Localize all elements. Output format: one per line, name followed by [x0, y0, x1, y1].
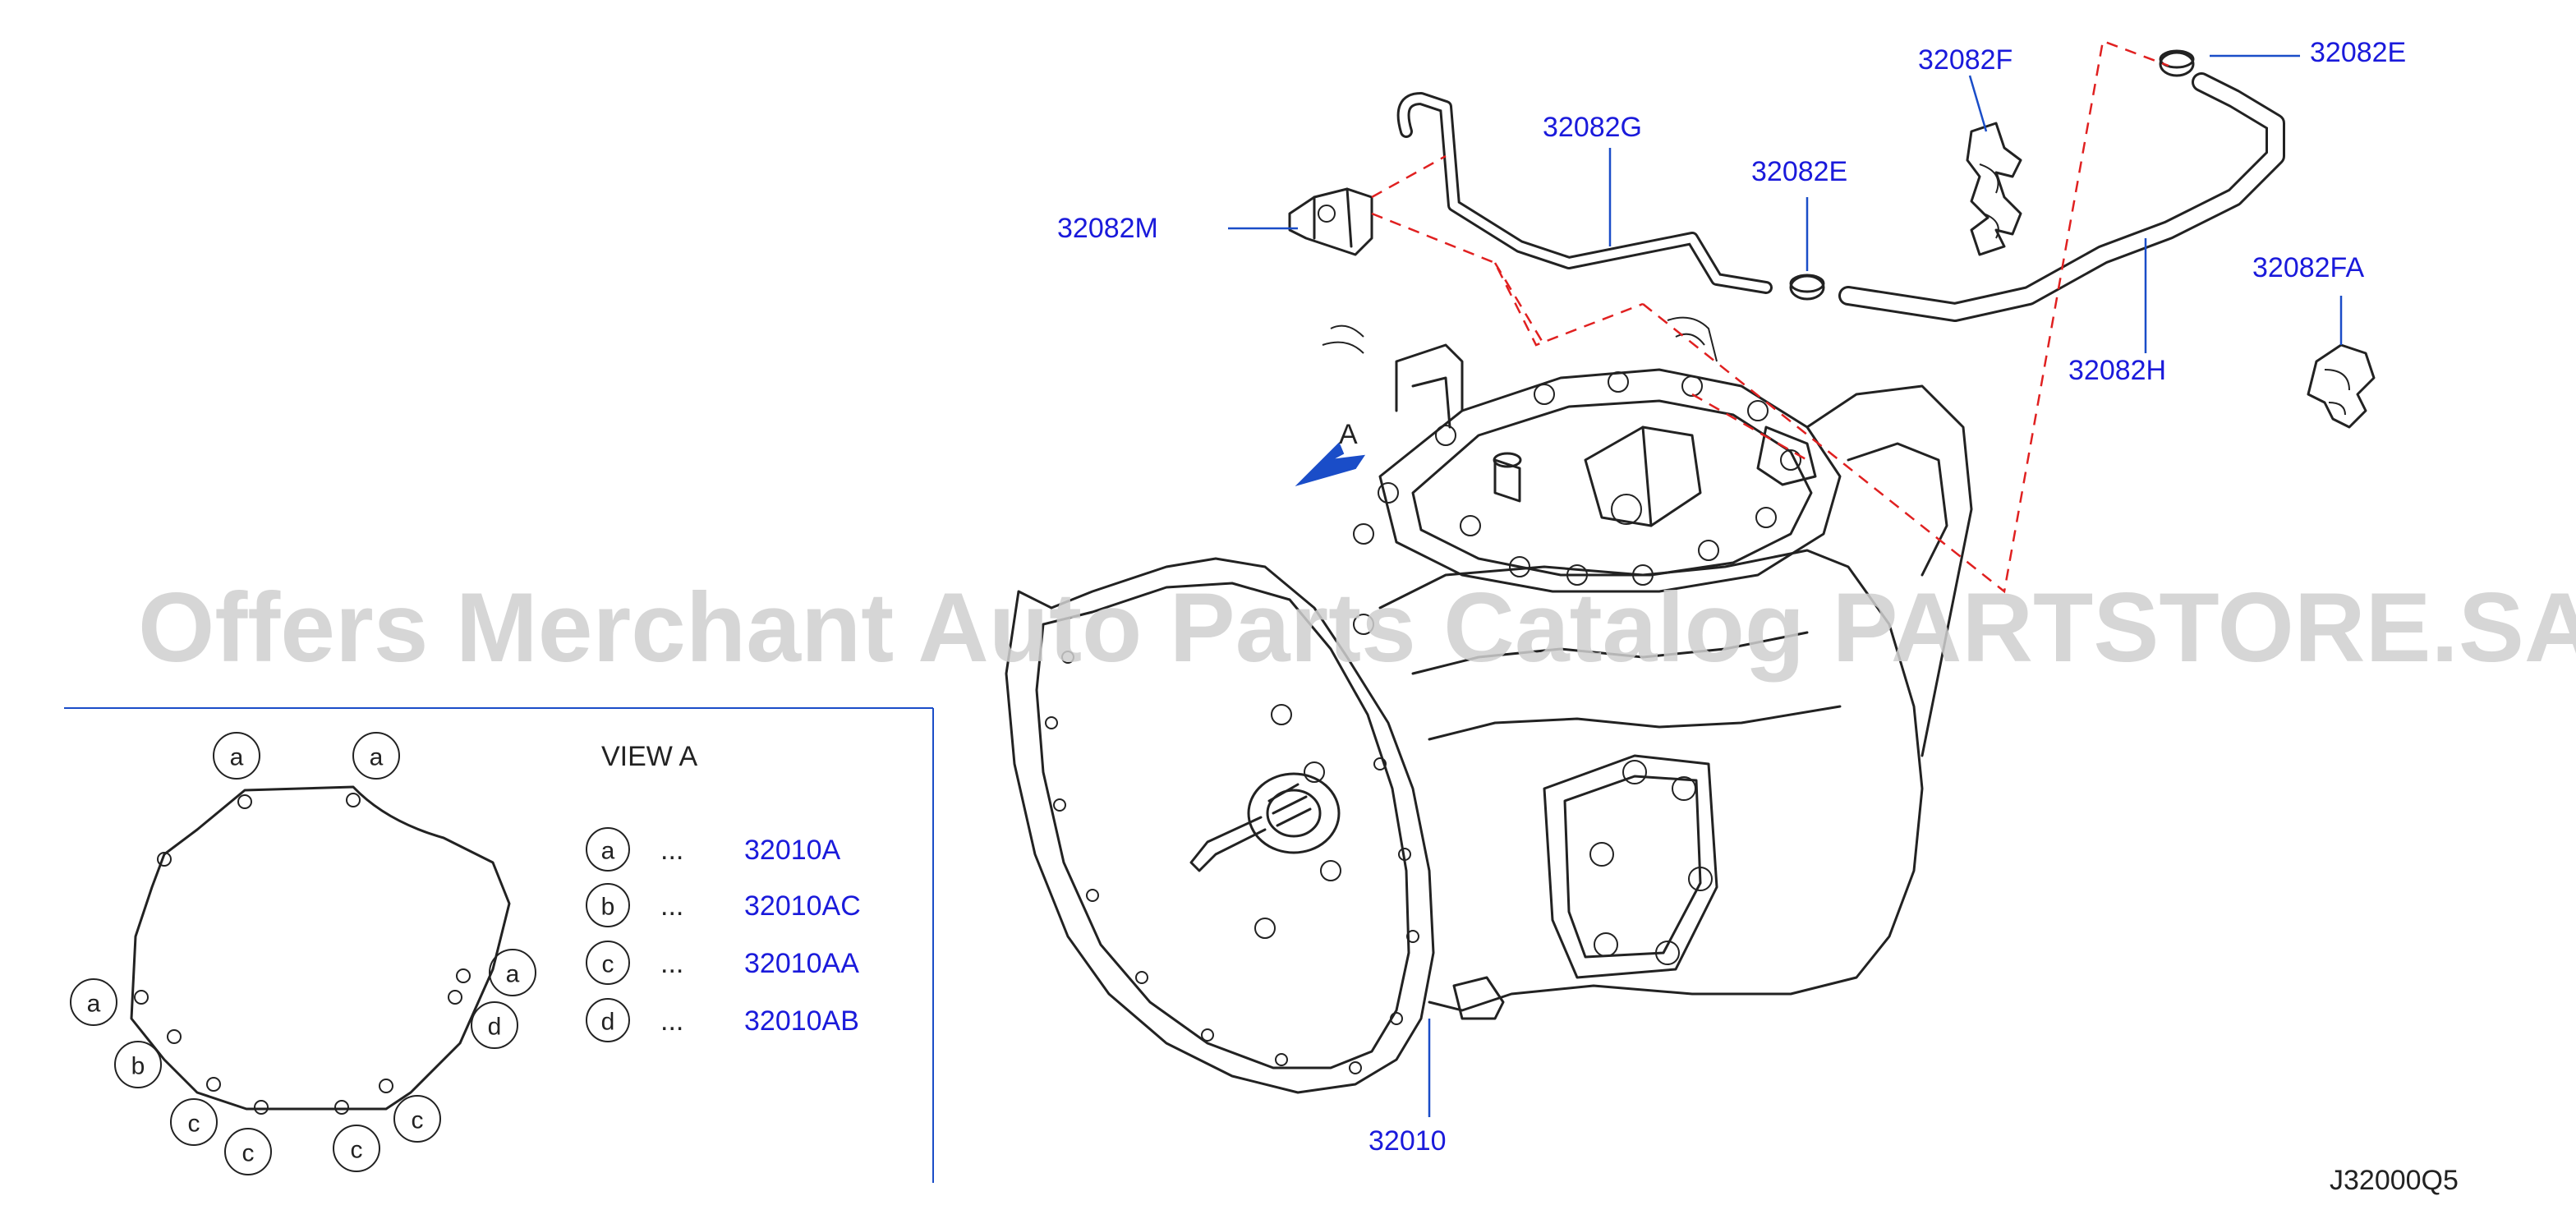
- legend-letter: b: [601, 894, 615, 921]
- legend-row: d ... 32010AB: [586, 998, 859, 1042]
- legend-part-32010AA[interactable]: 32010AA: [744, 948, 859, 979]
- callout-32082G[interactable]: 32082G: [1543, 112, 1642, 143]
- gasket-marker-b1: b: [131, 1053, 145, 1080]
- hose-32082G-drawing: [1396, 92, 1773, 294]
- legend-letter: c: [602, 951, 614, 978]
- diagram-code: J32000Q5: [2330, 1165, 2459, 1196]
- gasket-letter-markers: a a a a d b c c c c: [70, 732, 536, 1175]
- hose-32082H-drawing: [1838, 72, 2285, 322]
- callout-32082E-mid[interactable]: 32082E: [1751, 156, 1847, 187]
- legend-row: b ... 32010AC: [586, 883, 861, 927]
- transmission-assembly-drawing: [1005, 316, 1973, 1094]
- legend: a ... 32010A b ... 32010AC c ... 32010AA…: [586, 827, 861, 1042]
- callout-32082FA[interactable]: 32082FA: [2252, 252, 2364, 283]
- gasket-marker-a2: a: [370, 744, 384, 771]
- legend-part-32010AB[interactable]: 32010AB: [744, 1005, 859, 1037]
- callout-32010[interactable]: 32010: [1368, 1125, 1447, 1157]
- gasket-marker-c1: c: [188, 1111, 200, 1138]
- clamp-32082E-mid-drawing: [1789, 274, 1825, 301]
- gasket-marker-d1: d: [488, 1014, 502, 1041]
- gasket-marker-a4: a: [87, 991, 101, 1018]
- clamp-32082E-top-drawing: [2159, 49, 2195, 77]
- legend-letter: a: [601, 838, 615, 865]
- legend-dots: ...: [660, 948, 683, 979]
- gasket-marker-c3: c: [351, 1137, 363, 1164]
- assembly-dashed-lines: [1371, 39, 2169, 594]
- legend-letter: d: [601, 1009, 615, 1036]
- callout-32082F[interactable]: 32082F: [1918, 44, 2012, 76]
- part-callouts: 32082G 32082M 32082E 32082F 32082E 32082…: [1057, 37, 2406, 1157]
- clip-32082F-drawing: [1966, 122, 2022, 256]
- callout-32082H[interactable]: 32082H: [2068, 355, 2166, 386]
- leader-lines: [1228, 54, 2343, 1117]
- legend-row: a ... 32010A: [586, 827, 841, 872]
- clip-32082M-drawing: [1288, 187, 1373, 256]
- view-a-arrow: A: [1295, 419, 1366, 487]
- legend-row: c ... 32010AA: [586, 941, 859, 985]
- gasket-outline: [130, 785, 511, 1111]
- view-a-title: VIEW A: [601, 741, 697, 772]
- gasket-marker-c4: c: [412, 1107, 424, 1134]
- view-a-arrow-label: A: [1339, 419, 1358, 450]
- legend-dots: ...: [660, 1005, 683, 1037]
- callout-32082M[interactable]: 32082M: [1057, 213, 1158, 244]
- watermark-text: Offers Merchant Auto Parts Catalog PARTS…: [138, 573, 2576, 683]
- view-a-panel: a a a a d b c c c c VIEW A a: [64, 707, 934, 1183]
- clip-32082FA-drawing: [2307, 343, 2376, 429]
- callout-32082E-top[interactable]: 32082E: [2310, 37, 2406, 68]
- legend-part-32010A[interactable]: 32010A: [744, 835, 841, 866]
- legend-dots: ...: [660, 890, 683, 922]
- legend-part-32010AC[interactable]: 32010AC: [744, 890, 861, 922]
- legend-dots: ...: [660, 835, 683, 866]
- gasket-marker-c2: c: [242, 1140, 255, 1167]
- gasket-marker-a3: a: [506, 961, 520, 988]
- gasket-marker-a1: a: [230, 744, 244, 771]
